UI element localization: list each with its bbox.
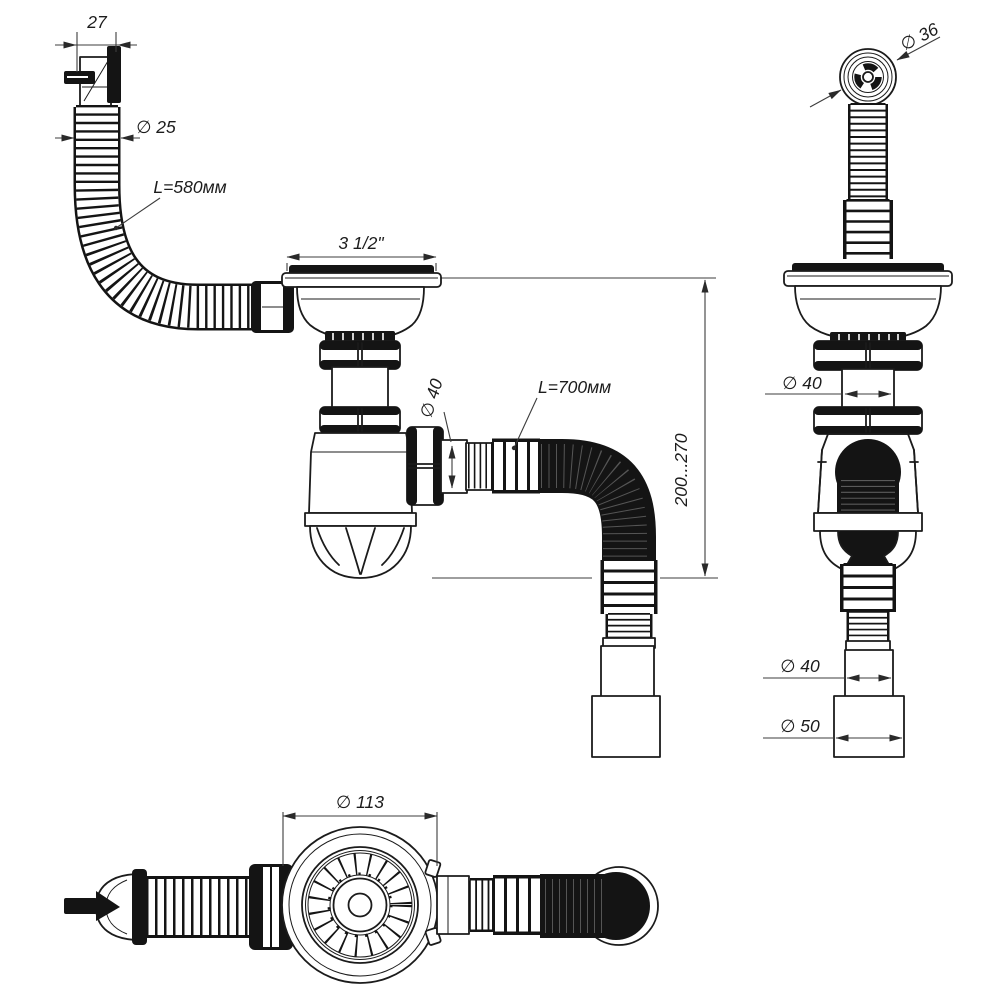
dim-height-range: 200...270 (671, 279, 709, 577)
trap-bell-side (813, 433, 923, 571)
drain-flange-side (783, 263, 953, 287)
upper-nut-side (813, 340, 923, 371)
dim-strainer: ∅ 113 (282, 792, 438, 866)
lower-nut-side (813, 406, 923, 435)
overflow-hose-nut (251, 281, 294, 333)
drain-cup-side (794, 285, 942, 341)
overflow-cap (839, 48, 897, 106)
label-tailpipe-side: ∅ 40 (782, 373, 822, 393)
outlet-nut-front (406, 426, 444, 506)
side-view (783, 48, 953, 758)
outlet-pipe-50-side (833, 695, 905, 758)
overflow-hose (73, 105, 253, 331)
label-height-range: 200...270 (671, 433, 691, 507)
dim-drain-thread: 3 1/2" (286, 233, 437, 271)
label-drain-thread: 3 1/2" (338, 233, 384, 253)
strainer-bottom (281, 826, 442, 984)
label-outlet-side: ∅ 40 (780, 656, 820, 676)
trap-bell-front (304, 432, 417, 579)
lower-nut-front (319, 406, 401, 434)
outlet-bottom (436, 866, 659, 946)
thread-ring-front (325, 331, 395, 343)
overflow-end-bottom (64, 869, 147, 945)
bottom-view (64, 826, 659, 984)
dim-overflow-width: 27 (55, 12, 137, 72)
label-overflow-cap-dia: ∅ 36 (897, 19, 942, 55)
dim-overflow-hose-len: L=580мм (113, 177, 227, 231)
tailpipe-side (841, 368, 895, 410)
tailpipe-front (331, 366, 389, 410)
outlet-pipe-40-front (600, 645, 655, 699)
label-outlet-end-side: ∅ 50 (780, 716, 820, 736)
label-outlet-hose-len: L=700мм (538, 377, 611, 397)
drain-flange-front (281, 265, 442, 288)
outlet-flex-pipe-front (538, 439, 661, 758)
label-strainer-dia: ∅ 113 (336, 792, 384, 812)
overflow-nut-bottom (249, 864, 293, 950)
label-overflow-width: 27 (86, 12, 108, 32)
dimensions: 27 ∅ 25 L=580мм 3 1/2" ∅ 40 (55, 12, 942, 866)
upper-nut-front (319, 340, 401, 370)
dim-overflow-hose-dia: ∅ 25 (55, 117, 176, 142)
outlet-transition-front (440, 438, 541, 494)
label-overflow-hose-dia: ∅ 25 (136, 117, 176, 137)
dim-tailpipe-side: ∅ 40 (765, 373, 892, 398)
label-tailpipe-front: ∅ 40 (416, 376, 447, 420)
dim-overflow-cap: ∅ 36 (809, 19, 942, 108)
outlet-stack-side (833, 563, 905, 758)
dim-outlet-end-side: ∅ 50 (763, 716, 903, 742)
dim-outlet-hose-len: L=700мм (511, 377, 611, 451)
dim-outlet-side: ∅ 40 (763, 656, 892, 682)
front-view (64, 46, 718, 758)
outlet-pipe-50-front (591, 695, 661, 758)
outlet-pipe-40-side (844, 649, 894, 699)
overflow-elbow (64, 46, 121, 107)
label-overflow-hose-len: L=580мм (153, 177, 226, 197)
